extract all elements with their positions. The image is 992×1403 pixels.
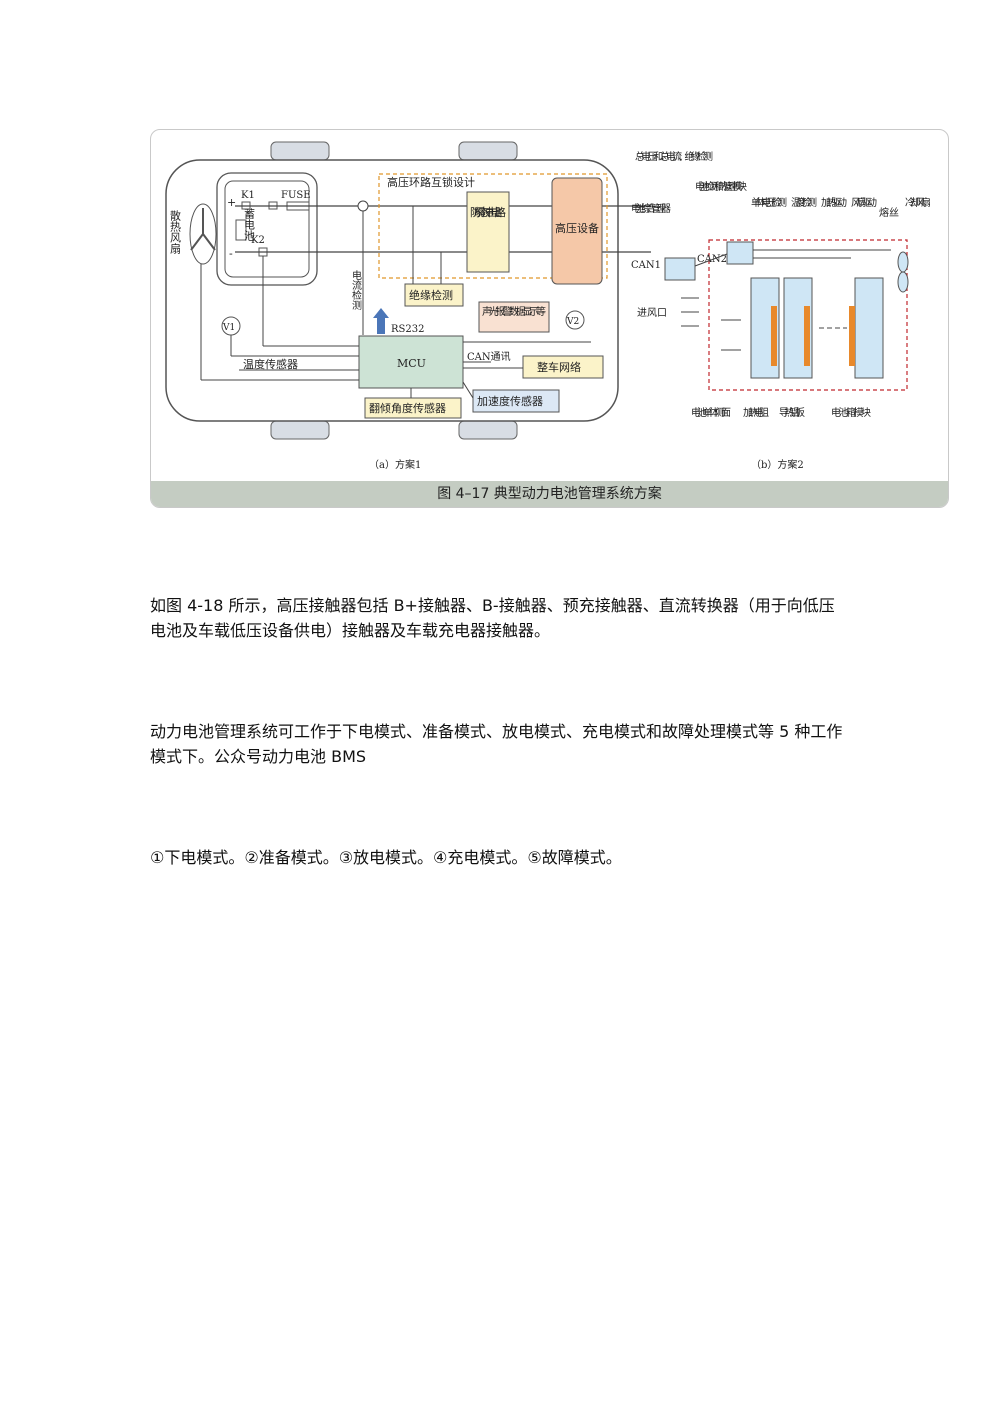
k2-label: K2 — [251, 235, 265, 246]
box-module-label: 电池箱模块 — [831, 406, 871, 419]
heat-drive-label: 加热驱动 — [821, 196, 847, 209]
wheel-icon — [270, 420, 330, 440]
temp-detect-label: 温度检测 — [791, 196, 817, 209]
accel-sensor-label: 加速度传感器 — [477, 394, 543, 408]
battery-label: 蓄电池 — [243, 208, 256, 241]
vehicle-network-box — [522, 355, 604, 379]
car-body-outline — [165, 159, 619, 422]
accel-sensor-box — [472, 389, 560, 413]
cooling-fan-icon — [897, 271, 909, 293]
wheel-icon — [458, 420, 518, 440]
minus-label: - — [229, 247, 233, 260]
insulation-detect-label: 绝缘检测 — [409, 288, 453, 302]
bcu-label: 电池综合管理器 — [631, 202, 671, 215]
battery-pack-inner — [224, 180, 310, 278]
rs232-label: RS232 — [391, 324, 424, 335]
hv-interlock-box — [378, 173, 608, 279]
cell-voltage-label: 单体电压检测 — [751, 196, 787, 209]
paragraph-contactors: 如图 4-18 所示，高压接触器包括 B+接触器、B-接触器、预充接触器、直流转… — [150, 596, 835, 640]
battery-cell — [854, 277, 884, 379]
panel-a-title: （a）方案1 — [369, 458, 421, 471]
vehicle-network-label: 整车网络 — [537, 360, 581, 374]
insulation-detect-box — [404, 283, 464, 307]
fan-drive-label: 风扇驱动 — [851, 196, 877, 209]
can1-label: CAN1 — [631, 260, 661, 271]
hv-device-label: 高压设备 — [555, 221, 599, 235]
v2-icon — [565, 310, 585, 330]
heater-strip — [804, 306, 810, 366]
figure-bms-scheme: 散热风扇 蓄电池 + - K1 FUSE K2 高压环路互锁设计 防瞬态冲击电路… — [150, 129, 949, 508]
panel-b-title: （b）方案2 — [751, 458, 804, 471]
fuse-label: FUSE — [281, 190, 311, 201]
figure-diagram: 散热风扇 蓄电池 + - K1 FUSE K2 高压环路互锁设计 防瞬态冲击电路… — [165, 141, 931, 471]
heater-strip — [849, 306, 855, 366]
cell-side-label: 电池单体侧面 — [691, 406, 731, 419]
total-vi-label: 总电压和总电流、绝缘检测 — [635, 150, 713, 163]
alarm-display-box — [478, 301, 550, 333]
anti-surge-box — [466, 191, 510, 273]
v2-label: V2 — [566, 317, 579, 327]
cool-fan-label: 冷却风扇 — [905, 196, 931, 209]
al-plate-label: 导热铝板 — [779, 406, 805, 419]
anti-surge-label: 防瞬态冲击电路 — [470, 205, 506, 219]
fuse-b-label: 熔丝 — [879, 206, 899, 219]
bmu-label: 电池检测和热管理模块 — [695, 180, 747, 193]
mcu-box — [358, 335, 464, 389]
figure-caption: 图 4–17 典型动力电池管理系统方案 — [151, 481, 948, 507]
battery-pack-outer — [216, 172, 318, 286]
paragraph-work-modes: 动力电池管理系统可工作于下电模式、准备模式、放电模式、充电模式和故障处理模式等 … — [150, 722, 843, 766]
can-label: CAN通讯 — [467, 351, 511, 363]
hv-device-box — [551, 177, 603, 285]
alarm-display-label: 声光报警数据显示等 — [482, 305, 546, 318]
v1-label: V1 — [222, 323, 235, 333]
current-detect-label: 电流检测 — [350, 269, 362, 311]
cooling-fan-icon — [897, 251, 909, 273]
bmu-box — [726, 241, 754, 265]
battery-box-outline — [708, 239, 908, 391]
mcu-label: MCU — [397, 357, 426, 370]
paragraph-mode-list: ①下电模式。②准备模式。③放电模式。④充电模式。⑤故障模式。 — [150, 848, 622, 867]
k1-label: K1 — [241, 190, 255, 201]
tilt-sensor-label: 翻倾角度传感器 — [369, 401, 446, 415]
plus-label: + — [227, 196, 236, 209]
heater-label: 加热电阻 — [743, 406, 769, 419]
temp-sensor-label: 温度传感器 — [243, 357, 298, 371]
fan-label: 散热风扇 — [169, 209, 182, 255]
heater-strip — [771, 306, 777, 366]
wheel-icon — [270, 141, 330, 161]
hv-interlock-label: 高压环路互锁设计 — [387, 175, 475, 189]
bcu-box — [664, 257, 696, 281]
air-inlet-label: 进风口 — [637, 307, 667, 319]
wheel-icon — [458, 141, 518, 161]
tilt-sensor-box — [364, 397, 462, 419]
